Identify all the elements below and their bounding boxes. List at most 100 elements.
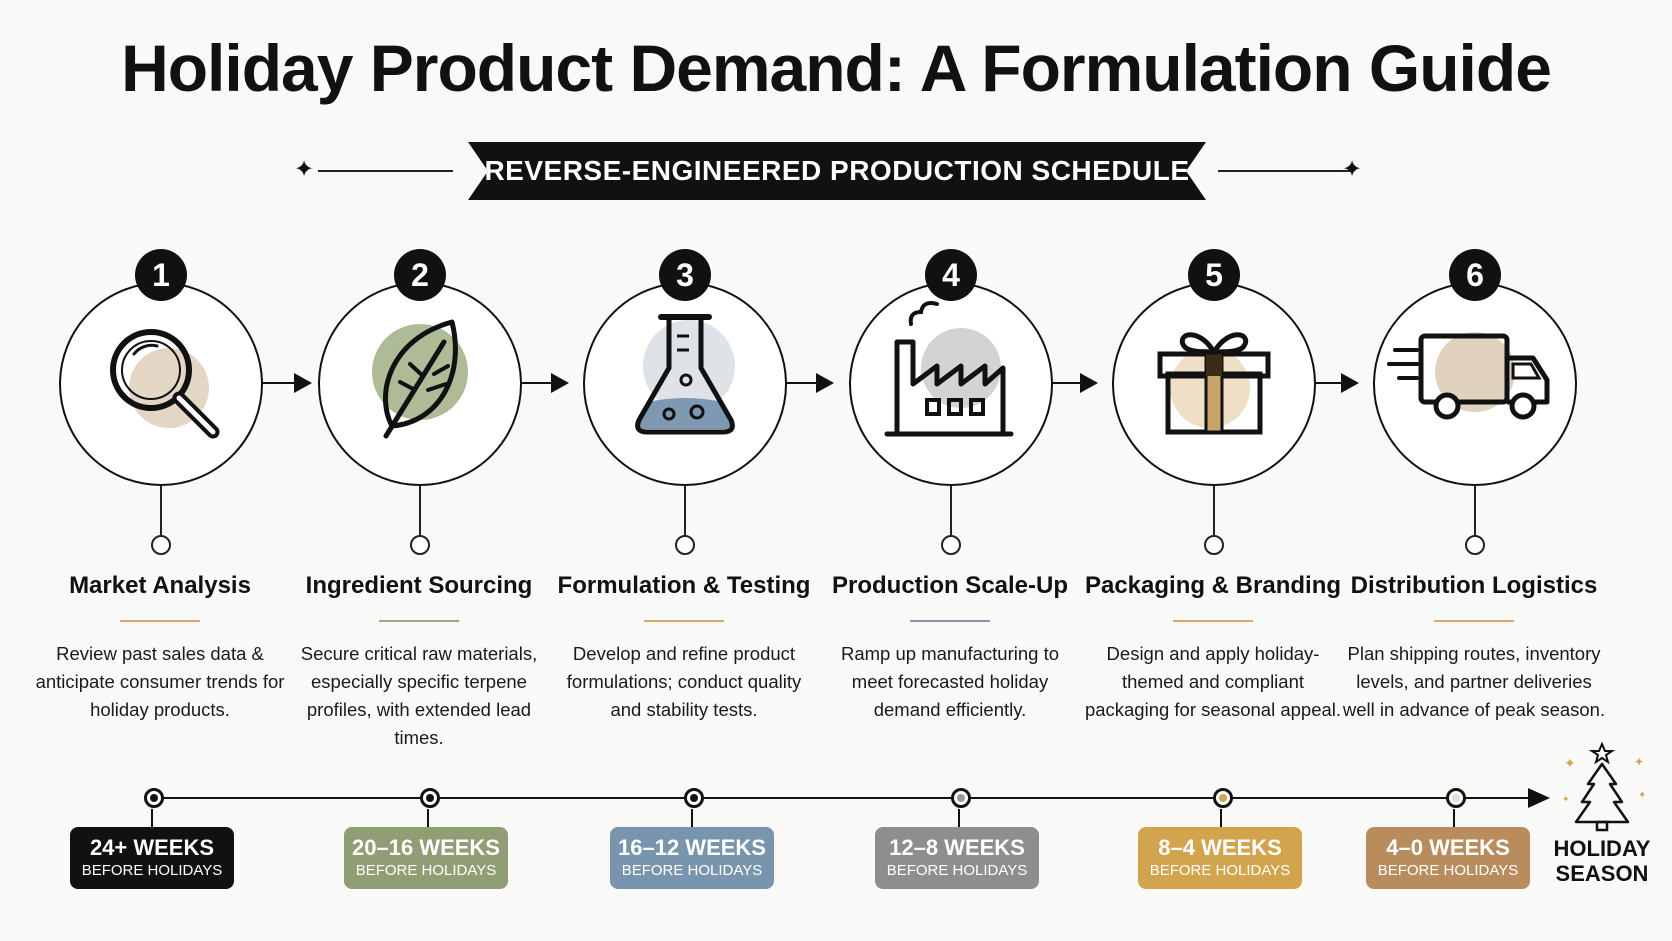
subtitle-banner-area: ✦ REVERSE-ENGINEERED PRODUCTION SCHEDULE… xyxy=(0,140,1672,204)
connector-node xyxy=(151,535,171,555)
connector-line xyxy=(684,485,686,535)
connector-node xyxy=(675,535,695,555)
holiday-label-line1: HOLIDAY xyxy=(1553,836,1651,861)
timeline-marker xyxy=(144,788,164,808)
christmas-tree-icon: ✦ ✦ ✦ ✦ xyxy=(1562,741,1646,832)
subtitle-banner: REVERSE-ENGINEERED PRODUCTION SCHEDULE xyxy=(468,142,1206,200)
badge-weeks: 8–4 WEEKS xyxy=(1158,835,1282,860)
connector-line xyxy=(950,485,952,535)
badge-weeks: 24+ WEEKS xyxy=(89,835,215,860)
timeline-stem xyxy=(1453,809,1455,827)
svg-text:✦: ✦ xyxy=(1638,790,1646,801)
delivery-truck-icon xyxy=(1387,332,1550,420)
sparkle-right-icon: ✦ xyxy=(1342,156,1363,183)
timeline-marker xyxy=(1213,788,1233,808)
stage-icon-circle xyxy=(59,282,263,486)
timeline-marker xyxy=(951,788,971,808)
stage-market-analysis: 1 Market Analysis Review past sales data… xyxy=(28,0,292,941)
title-accent xyxy=(910,620,990,622)
timeline-badge-1: 24+ WEEKS BEFORE HOLIDAYS xyxy=(70,827,234,889)
timeline-arrowhead xyxy=(1528,788,1550,808)
timeline-stem xyxy=(1220,809,1222,827)
flow-arrow-1-2 xyxy=(248,373,312,393)
connector-node xyxy=(1465,535,1485,555)
stage-title: Formulation & Testing xyxy=(557,572,811,599)
timeline-stem xyxy=(151,809,153,827)
badge-before: BEFORE HOLIDAYS xyxy=(621,862,763,879)
timeline-badge-2: 20–16 WEEKS BEFORE HOLIDAYS xyxy=(344,827,508,889)
title-accent xyxy=(379,620,459,622)
title-accent xyxy=(120,620,200,622)
connector-line xyxy=(160,485,162,535)
timeline-marker xyxy=(684,788,704,808)
flow-arrow-2-3 xyxy=(505,373,569,393)
stage-description: Design and apply holiday-themed and comp… xyxy=(1084,643,1342,720)
factory-icon xyxy=(884,301,1014,437)
timeline-stem xyxy=(427,809,429,827)
stage-icon-circle xyxy=(583,282,787,486)
step-number: 5 xyxy=(1188,249,1240,301)
stage-icon-circle xyxy=(318,282,522,486)
stage-icon-circle xyxy=(849,282,1053,486)
timeline-axis xyxy=(152,797,1530,799)
gift-box-icon xyxy=(1157,332,1271,435)
stage-description: Ramp up manufacturing to meet forecasted… xyxy=(840,643,1059,720)
divider-left xyxy=(318,170,453,172)
flask-icon xyxy=(635,314,735,435)
stage-description: Plan shipping routes, inventory levels, … xyxy=(1342,643,1606,720)
step-number: 3 xyxy=(659,249,711,301)
connector-node xyxy=(941,535,961,555)
timeline-badge-5: 8–4 WEEKS BEFORE HOLIDAYS xyxy=(1138,827,1302,889)
title-accent xyxy=(644,620,724,622)
flow-arrow-5-6 xyxy=(1295,373,1359,393)
timeline-stem xyxy=(958,809,960,827)
svg-text:✦: ✦ xyxy=(1634,755,1644,769)
stage-title: Distribution Logistics xyxy=(1350,572,1598,599)
page-title: Holiday Product Demand: A Formulation Gu… xyxy=(121,31,1552,105)
step-number: 6 xyxy=(1449,249,1501,301)
stage-title: Ingredient Sourcing xyxy=(305,572,533,599)
badge-before: BEFORE HOLIDAYS xyxy=(81,862,223,879)
stage-title: Market Analysis xyxy=(69,572,251,599)
timeline-badge-6: 4–0 WEEKS BEFORE HOLIDAYS xyxy=(1366,827,1530,889)
badge-before: BEFORE HOLIDAYS xyxy=(1377,862,1519,879)
badge-before: BEFORE HOLIDAYS xyxy=(355,862,497,879)
flow-arrow-3-4 xyxy=(770,373,834,393)
timeline-marker xyxy=(420,788,440,808)
flow-arrow-4-5 xyxy=(1034,373,1098,393)
stage-icon-circle xyxy=(1373,282,1577,486)
leaf-icon xyxy=(372,319,468,439)
connector-node xyxy=(410,535,430,555)
stage-description: Secure critical raw materials, especiall… xyxy=(300,643,538,748)
connector-line xyxy=(1213,485,1215,535)
title-accent xyxy=(1173,620,1253,622)
title-accent xyxy=(1434,620,1514,622)
step-number: 2 xyxy=(394,249,446,301)
step-number: 1 xyxy=(135,249,187,301)
connector-line xyxy=(1474,485,1476,535)
stage-packaging-branding: 5 Packaging & Branding Design and apply … xyxy=(1081,0,1345,941)
subtitle: REVERSE-ENGINEERED PRODUCTION SCHEDULE xyxy=(484,155,1190,186)
magnifying-glass-icon xyxy=(110,329,220,439)
stage-title: Production Scale-Up xyxy=(831,572,1069,599)
stage-ingredient-sourcing: 2 Ingredient Sourcing Secure critical ra… xyxy=(287,0,551,941)
connector-line xyxy=(419,485,421,535)
badge-weeks: 4–0 WEEKS xyxy=(1386,835,1510,860)
stage-title: Packaging & Branding xyxy=(1084,572,1342,599)
stage-icon-circle xyxy=(1112,282,1316,486)
sparkle-left-icon: ✦ xyxy=(294,156,315,183)
svg-text:✦: ✦ xyxy=(1564,756,1576,772)
stage-production-scale-up: 4 Production Scale-Up Ramp up manufactur… xyxy=(818,0,1082,941)
connector-node xyxy=(1204,535,1224,555)
divider-right xyxy=(1218,170,1353,172)
step-number: 4 xyxy=(925,249,977,301)
badge-weeks: 20–16 WEEKS xyxy=(352,835,500,860)
stage-formulation-testing: 3 Formulation & Testing Develop and refi… xyxy=(552,0,816,941)
badge-before: BEFORE HOLIDAYS xyxy=(886,862,1028,879)
badge-weeks: 16–12 WEEKS xyxy=(618,835,766,860)
holiday-label-line2: SEASON xyxy=(1555,861,1649,886)
timeline-stem xyxy=(691,809,693,827)
badge-weeks: 12–8 WEEKS xyxy=(889,835,1025,860)
badge-before: BEFORE HOLIDAYS xyxy=(1149,862,1291,879)
timeline-badge-4: 12–8 WEEKS BEFORE HOLIDAYS xyxy=(875,827,1039,889)
